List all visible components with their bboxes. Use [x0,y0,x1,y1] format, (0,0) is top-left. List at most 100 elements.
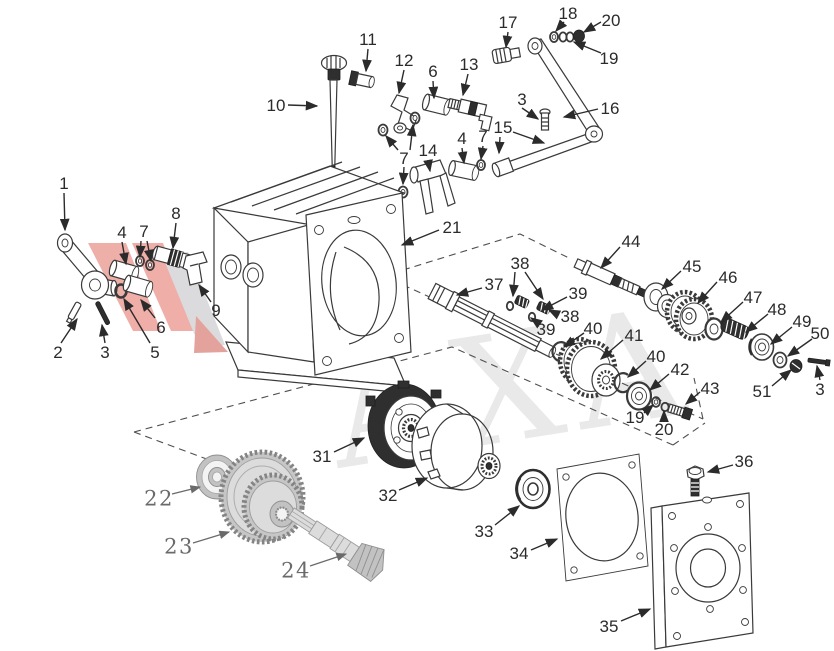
part-11-plug [348,70,375,89]
callout-39-28: 39 [569,284,588,303]
part-14-shift-fork [409,159,456,215]
part-42-bearing [625,381,653,411]
callout-7-6: 7 [139,222,148,241]
callout-leader-49 [769,326,793,345]
callout-leader-17 [502,31,513,49]
callout-leader-16 [562,108,599,120]
part-24-pinion-shaft [287,507,385,582]
callout-42-43: 42 [671,360,690,379]
callout-leader-10 [287,100,319,111]
callout-leader-40 [562,332,585,348]
callout-24-55: 24 [281,558,311,582]
callout-45-33: 45 [683,257,702,276]
callout-20-46: 20 [655,420,674,439]
callout-10-9: 10 [267,96,286,115]
callout-leader-48 [744,313,769,333]
callout-40-31: 40 [584,319,603,338]
callout-37-26: 37 [485,275,504,294]
callout-leader-33 [494,505,521,526]
callout-leader-51 [771,369,793,387]
dash-line [402,233,572,271]
callout-leader-1 [59,192,70,232]
part-2-pin [65,301,82,325]
callout-12-11: 12 [395,51,414,70]
callout-leader-36 [706,464,734,474]
callout-11-10: 11 [359,30,377,49]
part-43-bolt [667,403,694,421]
callout-2-1: 2 [53,343,62,362]
part-49-bushing [748,333,775,361]
dash-line [672,422,706,446]
part-16-link-arm [504,37,604,173]
callout-49-37: 49 [793,312,812,331]
callout-leader-42 [648,373,670,391]
callout-leader-19 [641,404,655,417]
callout-leader-3 [521,107,540,120]
part-3-spring-pin [95,301,111,325]
callout-17-19: 17 [499,13,518,32]
part-37-main-shaft [427,282,557,358]
callout-46-34: 46 [719,268,738,287]
callout-leader-6 [140,298,156,319]
callout-38-29: 38 [561,307,580,326]
brand-logo-shape-red3 [194,316,228,353]
part-21-housing [211,161,412,394]
callout-leader-38 [524,271,544,301]
callout-7-17: 7 [478,127,487,146]
callout-leader-5 [123,297,151,344]
part-35-cover-plate [650,492,754,650]
callout-14-15: 14 [419,141,438,160]
callout-leader-7 [135,240,146,259]
part-13-shaft [447,97,493,132]
part-44-input-shaft [573,258,648,298]
callout-leader-7 [143,240,154,263]
callout-5-3: 5 [150,343,159,362]
callout-9-8: 9 [211,301,220,320]
callout-leader-19 [572,41,602,54]
callout-23-54: 23 [164,534,194,558]
callout-3-2: 3 [100,343,109,362]
callout-leader-39 [540,296,568,311]
callout-leader-2 [60,317,78,344]
callout-7-14: 7 [399,149,408,168]
callout-leader-14 [423,159,433,173]
callout-13-13: 13 [460,55,479,74]
callout-20-21: 20 [602,11,621,30]
part-15-rod-sleeve [491,157,515,178]
callout-3-40: 3 [815,380,824,399]
callout-22-53: 22 [144,486,174,510]
callout-36-52: 36 [735,452,754,471]
dash-line [133,346,674,446]
parts-layer [56,29,831,650]
callout-4-16: 4 [457,129,466,148]
part-48-spring [720,317,750,340]
callout-39-30: 39 [537,320,556,339]
callout-34-50: 34 [510,544,529,563]
part-20-nut-top [573,29,585,43]
callout-leader-20 [582,21,602,33]
callout-19-45: 19 [626,408,645,427]
part-39-washer-a [505,300,515,312]
part-47-washer [704,317,724,341]
part-3-pin-right [807,357,831,367]
callout-leader-47 [719,301,744,323]
callout-19-22: 19 [600,49,619,68]
callout-31-47: 31 [313,447,332,466]
part-33-bearing [515,468,551,510]
callout-6-12: 6 [428,62,437,81]
part-50-washer [772,351,788,369]
part-7-washer-top [476,159,486,171]
callout-leader-11 [362,48,372,73]
part-32-clutch-drum [411,403,501,491]
callout-leader-6 [428,80,439,100]
callout-leader-37 [455,287,483,297]
part-10-dipstick [320,54,348,181]
callout-leader-23 [192,530,231,544]
part-19-washer-bottom [651,396,661,408]
callout-41-41: 41 [625,326,644,345]
callout-leader-15 [494,136,505,155]
callout-leader-7 [398,166,409,186]
callout-leader-31 [333,437,366,453]
